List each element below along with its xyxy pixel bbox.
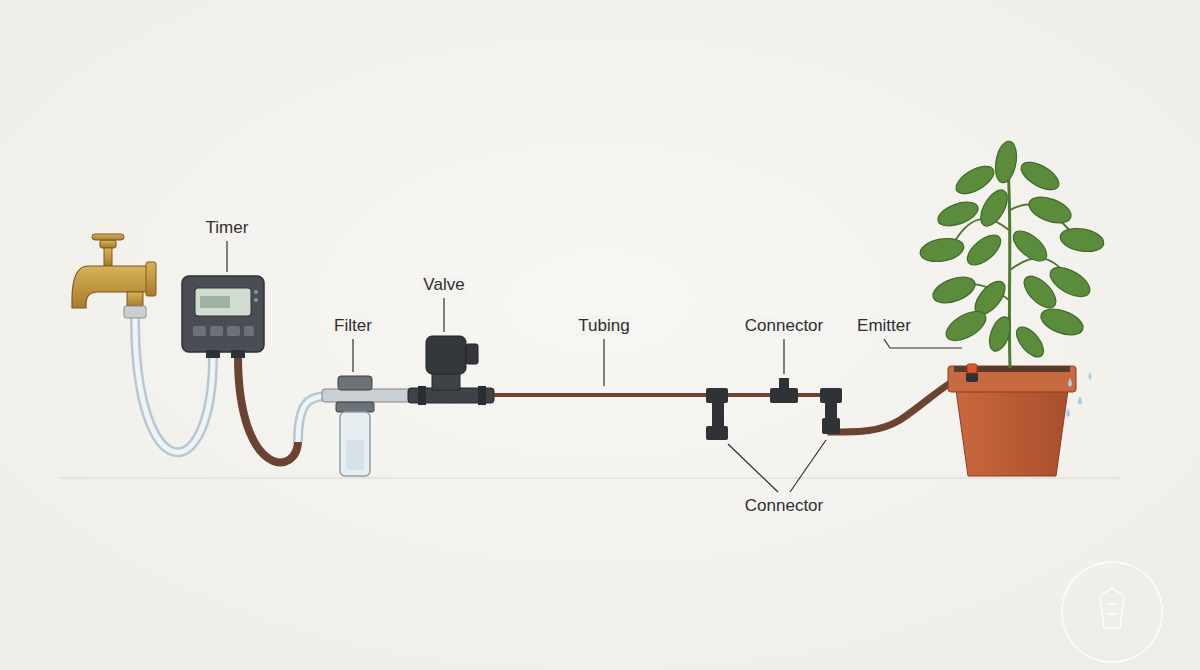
watermark-part [1106, 604, 1118, 614]
valve-device-part [426, 336, 466, 374]
watermark [1062, 562, 1162, 662]
plant-part [930, 272, 979, 308]
connector-fittings [706, 378, 842, 440]
timer-device-part [210, 326, 223, 336]
leader-lines-part [790, 440, 826, 492]
part-label: Filter [332, 316, 374, 336]
connector-fittings-part [706, 426, 728, 440]
tubing [494, 376, 968, 432]
timer-device-part [227, 326, 240, 336]
clear-pipe-part [298, 396, 336, 442]
timer-device-part [182, 276, 264, 352]
leader-lines [227, 241, 962, 492]
plant-part [975, 186, 1012, 231]
valve-device-part [432, 372, 460, 390]
timer-device-part [193, 326, 206, 336]
part-label: Tubing [576, 316, 631, 336]
flower-pot [948, 366, 1076, 476]
filter-device [322, 376, 412, 476]
filter-device-part [346, 440, 364, 470]
part-label: Timer [204, 218, 251, 238]
filter-device-part [322, 389, 412, 402]
timer-device-part [195, 288, 251, 316]
tubing-part [831, 376, 968, 432]
valve-device-part [418, 386, 426, 405]
water-drops [1066, 372, 1092, 417]
part-label: Valve [421, 275, 466, 295]
timer-device-part [254, 290, 258, 294]
leader-lines-part [352, 339, 353, 372]
connector-fittings-part [712, 400, 724, 428]
faucet-part [100, 240, 116, 248]
ground-line [60, 477, 1120, 479]
watermark-part [1100, 588, 1124, 628]
connector-fittings-part [822, 418, 840, 434]
plant-part [1008, 225, 1051, 266]
timer-device-part [254, 298, 258, 302]
plant-part [918, 235, 965, 264]
valve-device [408, 336, 494, 405]
water-drops-part [1089, 372, 1092, 380]
plant-part [935, 197, 981, 230]
plant-part [1012, 322, 1049, 361]
leader-lines-part [226, 241, 227, 272]
water-drops-part [1078, 396, 1082, 405]
connector-fittings-part [779, 378, 789, 390]
plant-part [1038, 304, 1087, 340]
faucet-part [92, 234, 124, 240]
part-label: Emitter [855, 316, 913, 336]
leader-lines-part [783, 339, 784, 374]
faucet-part [124, 306, 146, 318]
leader-lines-part [443, 298, 444, 332]
water-drops-part [1066, 408, 1070, 417]
leader-lines-part [884, 339, 962, 348]
plant-part [941, 305, 990, 346]
filter-device-part [340, 412, 370, 476]
valve-device-part [466, 344, 478, 364]
timer-device-part [244, 326, 254, 336]
plant-part [1058, 225, 1105, 254]
clear-pipe [298, 396, 336, 442]
clear-pipe-part [298, 396, 336, 442]
part-label: Connector [743, 496, 825, 516]
water-drops-part [1068, 378, 1072, 387]
plant-part [993, 140, 1020, 185]
watermark-part [1062, 562, 1162, 662]
plant [918, 140, 1105, 368]
plant-part [985, 314, 1014, 354]
valve-device-part [478, 386, 486, 405]
leader-lines-part [603, 339, 604, 386]
part-label: Connector [743, 316, 825, 336]
faucet-part [146, 262, 156, 296]
faucet [72, 234, 156, 318]
faucet-part [72, 266, 150, 308]
timer-device [182, 276, 264, 358]
faucet-part [127, 292, 143, 306]
tubing-part [494, 393, 712, 397]
leader-lines-part [728, 444, 778, 492]
filter-device-part [338, 376, 372, 390]
timer-device-part [231, 350, 245, 358]
plant-part [1026, 192, 1075, 228]
brown-hose [238, 356, 298, 462]
timer-device-part [206, 350, 220, 358]
emitter-device-part [967, 364, 977, 373]
flower-pot-part [956, 390, 1068, 476]
plant-part [1017, 157, 1063, 195]
plant-part [952, 161, 998, 199]
connector-fittings-part [770, 388, 798, 403]
timer-device-part [200, 296, 230, 308]
faucet-part [104, 248, 112, 266]
emitter-device [966, 364, 978, 382]
filter-device-part [336, 402, 374, 412]
plant-part [962, 229, 1005, 270]
plant-part [1019, 271, 1061, 313]
